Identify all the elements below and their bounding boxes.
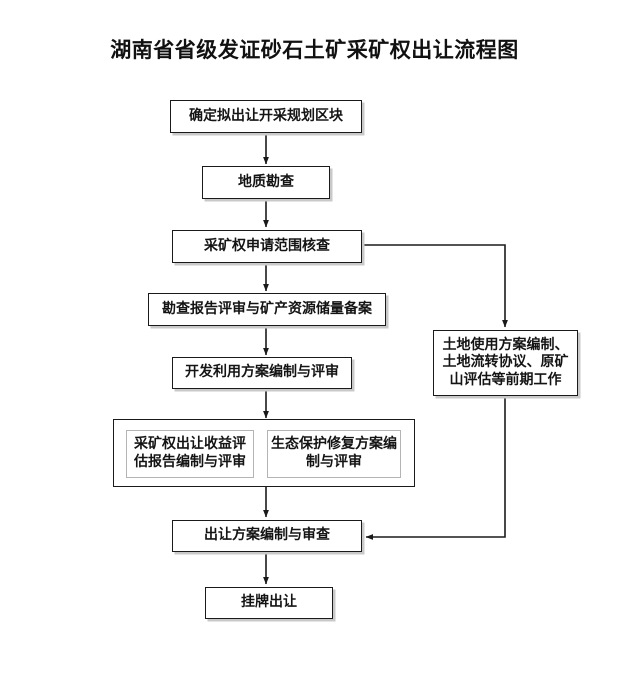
page-title: 湖南省省级发证砂石土矿采矿权出让流程图	[110, 37, 519, 62]
node-geological-survey[interactable]: 地质勘查	[202, 166, 330, 199]
node-ecological-restoration-plan[interactable]: 生态保护修复方案编制与评审	[267, 430, 401, 478]
node-determine-planning-block[interactable]: 确定拟出让开采规划区块	[170, 100, 362, 133]
node-land-use-preliminary-work[interactable]: 土地使用方案编制、土地流转协议、原矿山评估等前期工作	[433, 330, 578, 396]
node-transfer-plan-preparation-review[interactable]: 出让方案编制与审查	[172, 520, 362, 552]
node-listing-transfer[interactable]: 挂牌出让	[205, 587, 333, 619]
node-survey-report-review-reserve-filing[interactable]: 勘查报告评审与矿产资源储量备案	[148, 293, 386, 326]
node-development-plan-review[interactable]: 开发利用方案编制与评审	[172, 357, 352, 389]
group-parallel-tasks: 采矿权出让收益评估报告编制与评审 生态保护修复方案编制与评审	[113, 419, 415, 487]
node-mining-right-scope-check[interactable]: 采矿权申请范围核查	[172, 230, 362, 263]
node-transfer-income-assessment-report[interactable]: 采矿权出让收益评估报告编制与评审	[126, 430, 254, 478]
